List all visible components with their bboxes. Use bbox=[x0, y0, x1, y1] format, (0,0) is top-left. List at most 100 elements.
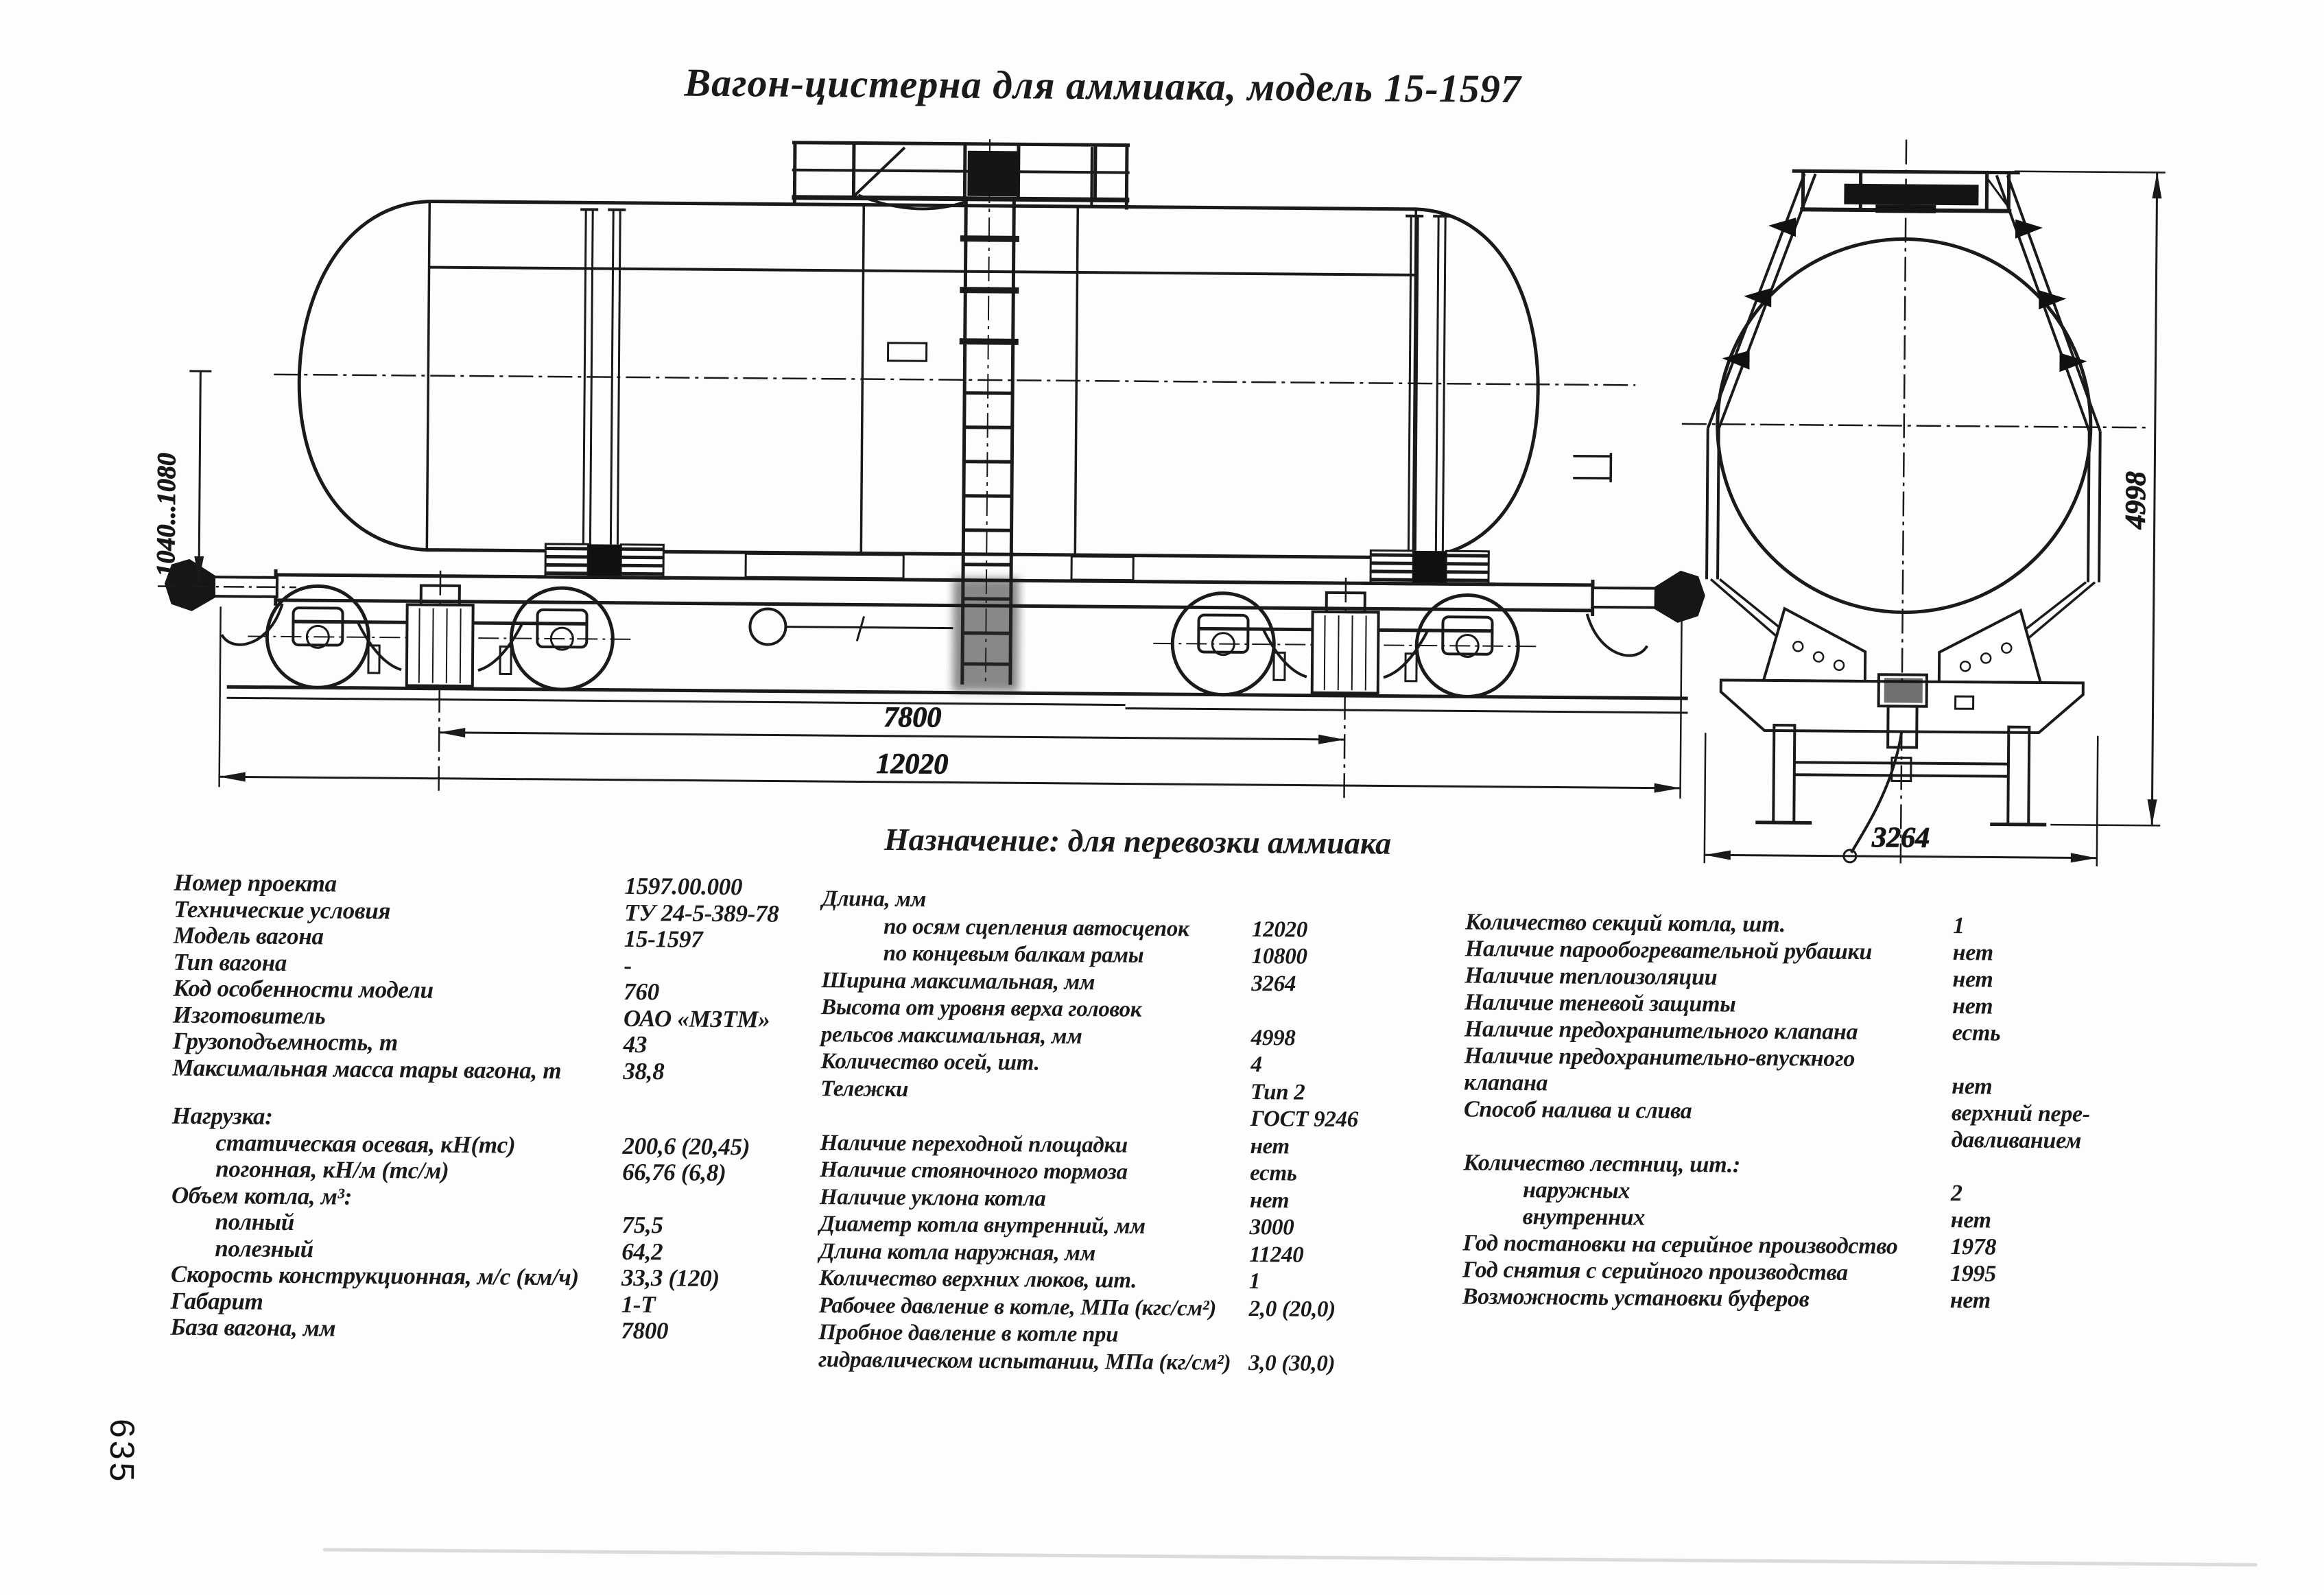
spec-label: База вагона, мм bbox=[170, 1313, 336, 1342]
spec-value: нет bbox=[1952, 967, 1993, 993]
spec-value: нет bbox=[1952, 940, 1993, 966]
spec-label: Наличие уклона котла bbox=[819, 1184, 1046, 1212]
spec-label: погонная, кН/м (тс/м) bbox=[215, 1155, 449, 1184]
brake-hose bbox=[220, 603, 284, 646]
rail-line bbox=[226, 685, 1688, 714]
spec-label: Длина, мм bbox=[822, 886, 927, 912]
ladder-step-bracket bbox=[886, 342, 928, 362]
spec-label: Номер проекта bbox=[174, 869, 337, 897]
spec-row: Возможность установки буферов нет bbox=[1462, 1284, 2148, 1316]
side-view bbox=[157, 139, 1705, 801]
spec-value: 11240 bbox=[1249, 1242, 1304, 1268]
spec-label: Год снятия с серийного производства bbox=[1462, 1257, 1849, 1286]
spec-value: нет bbox=[1952, 993, 1993, 1019]
spec-value: 1995 bbox=[1949, 1261, 1997, 1287]
coupler-knuckle bbox=[164, 558, 216, 611]
spec-value: 64,2 bbox=[621, 1238, 663, 1265]
spec-label: Количество верхних люков, шт. bbox=[818, 1266, 1137, 1293]
spec-label: Объем котла, м³: bbox=[171, 1181, 353, 1210]
spec-label: полезный bbox=[215, 1234, 314, 1262]
spec-label: Изготовитель bbox=[172, 1001, 326, 1029]
spec-label: по осям сцепления автосцепок bbox=[883, 914, 1189, 941]
spec-value: есть bbox=[1952, 1020, 2001, 1046]
dim-length-label: 12020 bbox=[876, 748, 948, 781]
spec-label: Наличие предохранительного клапана bbox=[1464, 1016, 1858, 1045]
spec-value: 3000 bbox=[1249, 1215, 1294, 1240]
spec-label: Нагрузка: bbox=[171, 1102, 273, 1130]
spec-label: гидравлическом испытании, МПа (кг/см²) bbox=[818, 1347, 1231, 1375]
scan-artifact bbox=[322, 1548, 2257, 1567]
spec-value: 43 bbox=[623, 1030, 648, 1059]
spec-value: нет bbox=[1250, 1133, 1290, 1159]
spec-label: Скорость конструкционная, м/с (км/ч) bbox=[170, 1260, 579, 1291]
spec-value: 3264 bbox=[1251, 971, 1296, 997]
spec-value: 4998 bbox=[1250, 1025, 1296, 1051]
spec-label: Длина котла наружная, мм bbox=[819, 1238, 1096, 1266]
spec-label: Наличие переходной площадки bbox=[820, 1130, 1128, 1158]
spec-value: 66,76 (6,8) bbox=[622, 1158, 726, 1187]
spec-label: Наличие предохранительно-впускного bbox=[1464, 1043, 1855, 1072]
spec-value: нет bbox=[1952, 1074, 1993, 1100]
end-platform bbox=[1792, 169, 2020, 213]
spec-value: 1978 bbox=[1950, 1234, 1997, 1260]
spec-label: по концевым балкам рамы bbox=[883, 941, 1144, 968]
bogie-right bbox=[1153, 578, 1538, 801]
spec-value: 12020 bbox=[1251, 917, 1308, 943]
spec-label: полный bbox=[215, 1208, 295, 1236]
spec-label: Технические условия bbox=[174, 895, 391, 924]
spec-label: Количество осей, шт. bbox=[820, 1049, 1040, 1076]
axle-box bbox=[1441, 615, 1494, 656]
spec-value: 4 bbox=[1250, 1052, 1262, 1078]
spec-label: Тип вагона bbox=[173, 948, 287, 976]
spec-value: 75,5 bbox=[621, 1211, 663, 1239]
spec-value: 38,8 bbox=[623, 1057, 665, 1085]
technical-drawing: 7800 12020 1040...1080 bbox=[151, 139, 2166, 866]
spec-label: Тележки bbox=[820, 1076, 909, 1102]
spec-label: Максимальная масса тары вагона, т bbox=[172, 1054, 562, 1084]
spec-value: нет bbox=[1949, 1288, 1991, 1314]
spec-label: клапана bbox=[1464, 1070, 1548, 1096]
spec-label: Код особенности модели bbox=[173, 974, 434, 1004]
bogie-left bbox=[248, 570, 632, 794]
bolster bbox=[1310, 610, 1380, 695]
dim-bogie-base-label: 7800 bbox=[884, 702, 941, 734]
spec-value: 7800 bbox=[621, 1316, 669, 1345]
dim-end-height-label: 4998 bbox=[2120, 471, 2153, 530]
spec-value: ГОСТ 9246 bbox=[1250, 1107, 1359, 1133]
spec-label: статическая осевая, кН(тс) bbox=[215, 1129, 516, 1159]
spec-value: 1-Т bbox=[621, 1290, 656, 1318]
spec-value: - bbox=[624, 952, 632, 979]
end-coupler bbox=[1877, 673, 1975, 749]
end-dimensions: 4998 3264 bbox=[1703, 170, 2166, 866]
spec-label: Рабочее давление в котле, МПа (кгс/см²) bbox=[818, 1292, 1217, 1321]
spec-label: Ширина максимальная, мм bbox=[821, 967, 1095, 995]
right-pipes-saddle bbox=[1361, 214, 1495, 587]
axle-box bbox=[1197, 613, 1250, 654]
hatch-cover bbox=[1844, 183, 1979, 206]
spec-label: Пробное давление в котле при bbox=[818, 1320, 1119, 1347]
spec-value: верхний пере- bbox=[1951, 1100, 2090, 1127]
spec-label: Наличие теплоизоляции bbox=[1465, 962, 1718, 991]
spec-label: внутренних bbox=[1522, 1204, 1646, 1231]
page-number: 635 bbox=[102, 1418, 142, 1485]
right-coupler bbox=[1585, 570, 1705, 657]
coupler-knuckle bbox=[1654, 570, 1705, 623]
spec-value: 760 bbox=[624, 978, 660, 1006]
spec-label: Возможность установки буферов bbox=[1462, 1284, 1810, 1312]
wheel bbox=[1772, 723, 1797, 825]
spec-label: Количество секций котла, шт. bbox=[1465, 909, 1786, 938]
side-dimensions: 7800 12020 1040...1080 bbox=[151, 370, 1683, 799]
left-coupler bbox=[157, 558, 296, 646]
end-side-frames bbox=[1705, 173, 2102, 663]
spec-label: Количество лестниц, шт.: bbox=[1463, 1150, 1741, 1178]
spec-label: наружных bbox=[1522, 1177, 1631, 1204]
tank-centerline bbox=[274, 373, 1636, 386]
spec-value: 1 bbox=[1248, 1269, 1261, 1295]
brake-hose bbox=[1585, 613, 1648, 657]
spec-value: 15-1597 bbox=[624, 925, 703, 953]
spec-row: гидравлическом испытании, МПа (кг/см²)3,… bbox=[818, 1347, 1449, 1380]
